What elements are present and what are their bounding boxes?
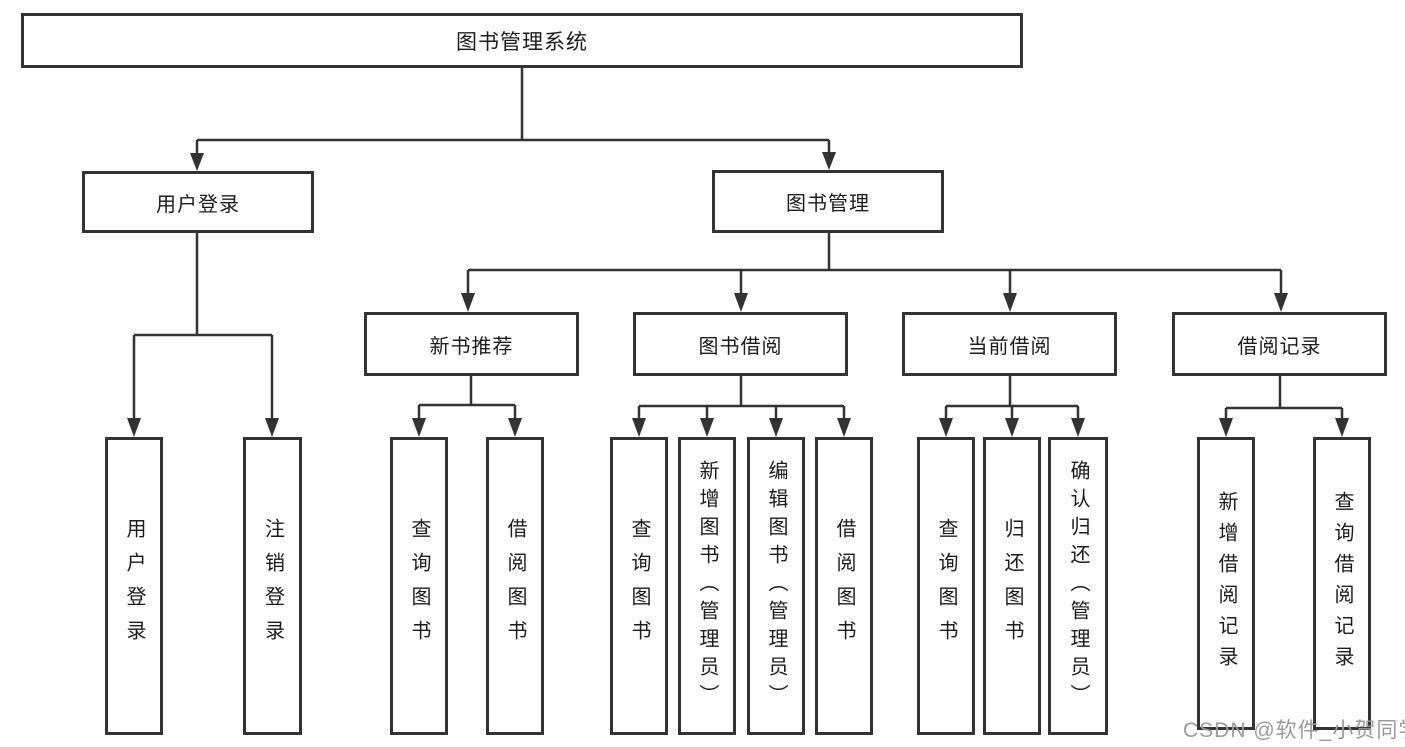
node-label: 注销登录 [261,518,284,654]
node-label: 图书管理系统 [456,30,588,54]
node-label: 确认归还（管理员） [1067,460,1089,712]
node-user-login: 用户登录 [82,171,314,233]
node-label: 归还图书 [1001,518,1023,654]
leaf-confirm-return-admin: 确认归还（管理员） [1048,437,1108,735]
leaf-edit-book-admin: 编辑图书（管理员） [747,437,805,735]
node-label: 用户登录 [123,518,145,654]
node-label: 当前借阅 [967,335,1052,358]
csdn-watermark: CSDN @软件_小贺同学 [1183,719,1405,742]
node-label: 新增借阅记录 [1215,490,1237,677]
node-label: 编辑图书（管理员） [765,460,787,712]
node-new-book-recommend: 新书推荐 [364,312,579,376]
node-label: 图书管理 [786,193,870,215]
leaf-query-book-3: 查询图书 [917,437,975,735]
node-label: 借阅图书 [833,518,855,654]
leaf-query-book-2: 查询图书 [610,437,668,735]
node-book-management: 图书管理 [712,170,944,233]
leaf-borrow-book-1: 借阅图书 [486,437,544,735]
node-label: 借阅记录 [1237,335,1322,358]
arrowhead-icons [127,152,1349,437]
leaf-logout: 注销登录 [243,437,302,735]
leaf-query-borrow-record: 查询借阅记录 [1313,437,1371,730]
node-borrow-record: 借阅记录 [1172,312,1387,376]
node-label: 查询图书 [628,518,650,654]
leaf-return-book: 归还图书 [983,437,1041,735]
node-current-borrow: 当前借阅 [902,312,1117,376]
leaf-add-borrow-record: 新增借阅记录 [1197,437,1255,730]
leaf-user-login: 用户登录 [105,437,163,735]
leaf-query-book-1: 查询图书 [390,437,448,735]
node-label: 用户登录 [156,193,240,216]
node-label: 查询借阅记录 [1331,490,1353,677]
node-label: 新增图书（管理员） [696,460,718,712]
leaf-borrow-book-2: 借阅图书 [815,437,873,735]
node-label: 新书推荐 [429,335,514,358]
node-label: 图书借阅 [698,335,783,358]
leaf-add-book-admin: 新增图书（管理员） [678,437,736,735]
node-label: 查询图书 [408,518,430,654]
node-book-borrow: 图书借阅 [633,312,848,376]
node-label: 查询图书 [935,518,957,654]
node-label: 借阅图书 [504,518,526,654]
node-root-system: 图书管理系统 [21,13,1023,68]
